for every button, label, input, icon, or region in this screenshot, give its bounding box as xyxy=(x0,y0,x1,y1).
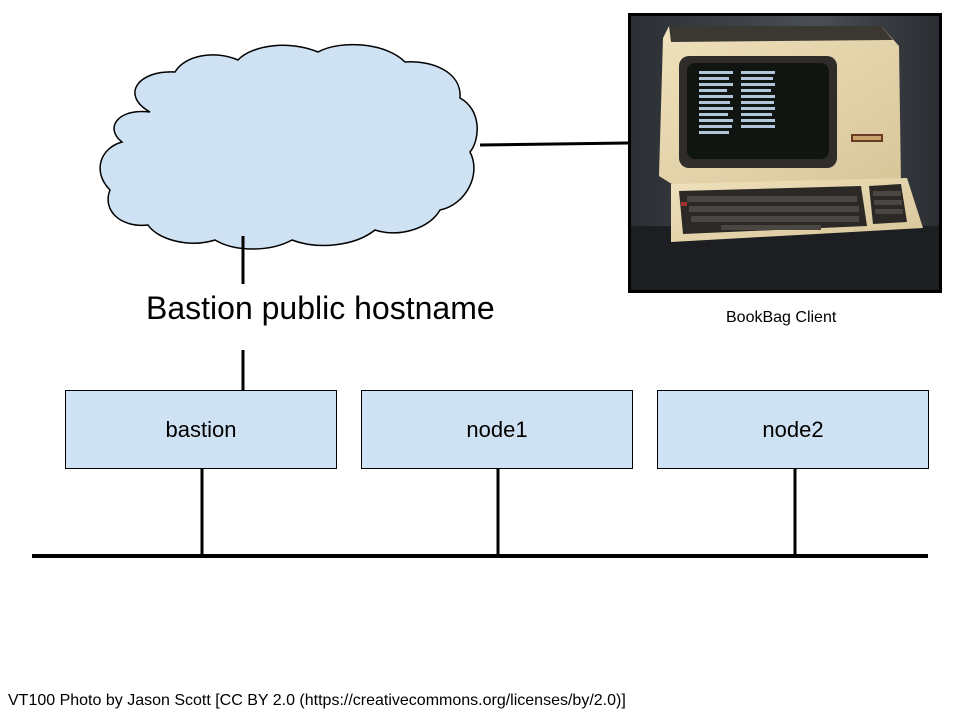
vt100-terminal-illustration xyxy=(631,16,939,290)
internet-cloud xyxy=(99,43,478,250)
bastion-node-label: bastion xyxy=(165,416,237,442)
bastion-public-hostname-label: Bastion public hostname xyxy=(146,290,495,326)
node1-label: node1 xyxy=(466,416,528,442)
photo-credit: VT100 Photo by Jason Scott [CC BY 2.0 (h… xyxy=(8,692,626,709)
bastion-node-box: bastion xyxy=(65,390,337,469)
bookbag-client-caption: BookBag Client xyxy=(726,309,837,326)
cloud-to-client-link xyxy=(479,141,629,147)
node2-label: node2 xyxy=(762,416,824,442)
node2-box: node2 xyxy=(657,390,929,469)
node1-box: node1 xyxy=(361,390,633,469)
vt100-terminal-photo xyxy=(628,13,942,293)
